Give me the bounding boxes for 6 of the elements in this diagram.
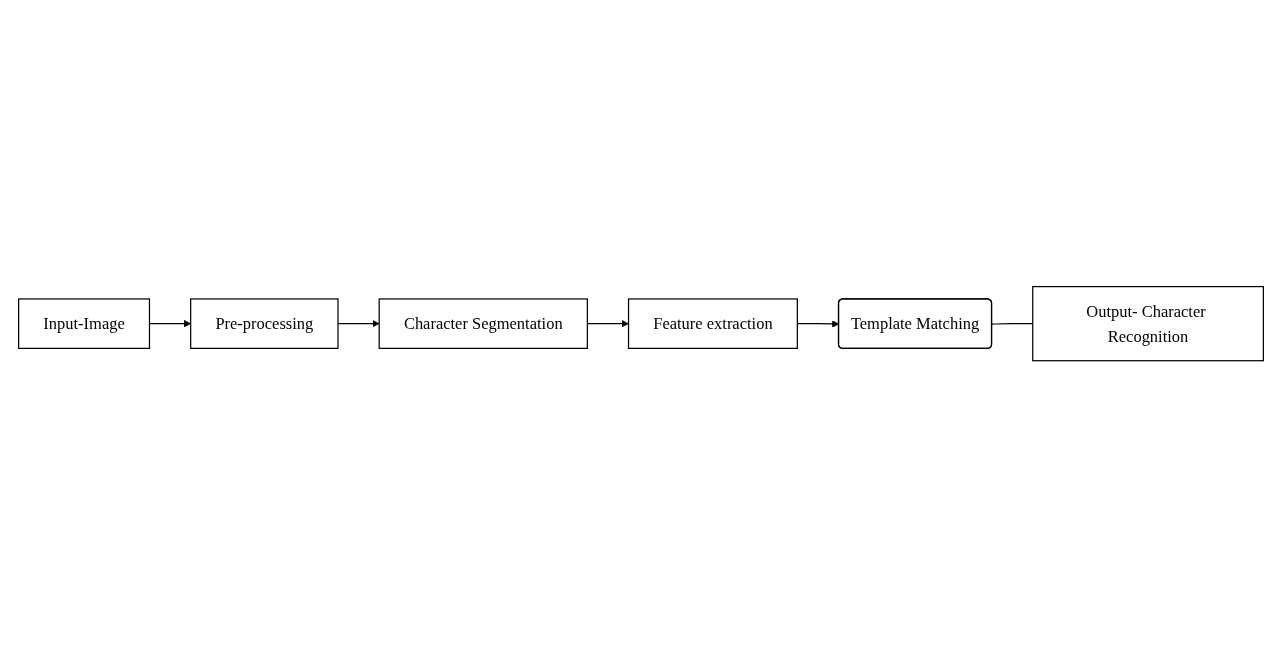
arrow bbox=[337, 319, 380, 328]
node-box: Feature extraction bbox=[627, 298, 798, 349]
node-box: Input-Image bbox=[18, 298, 151, 349]
node-box: Pre-processing bbox=[190, 298, 339, 349]
node-box: Output- Character Recognition bbox=[1032, 285, 1264, 362]
node-box: Character Segmentation bbox=[378, 298, 588, 349]
